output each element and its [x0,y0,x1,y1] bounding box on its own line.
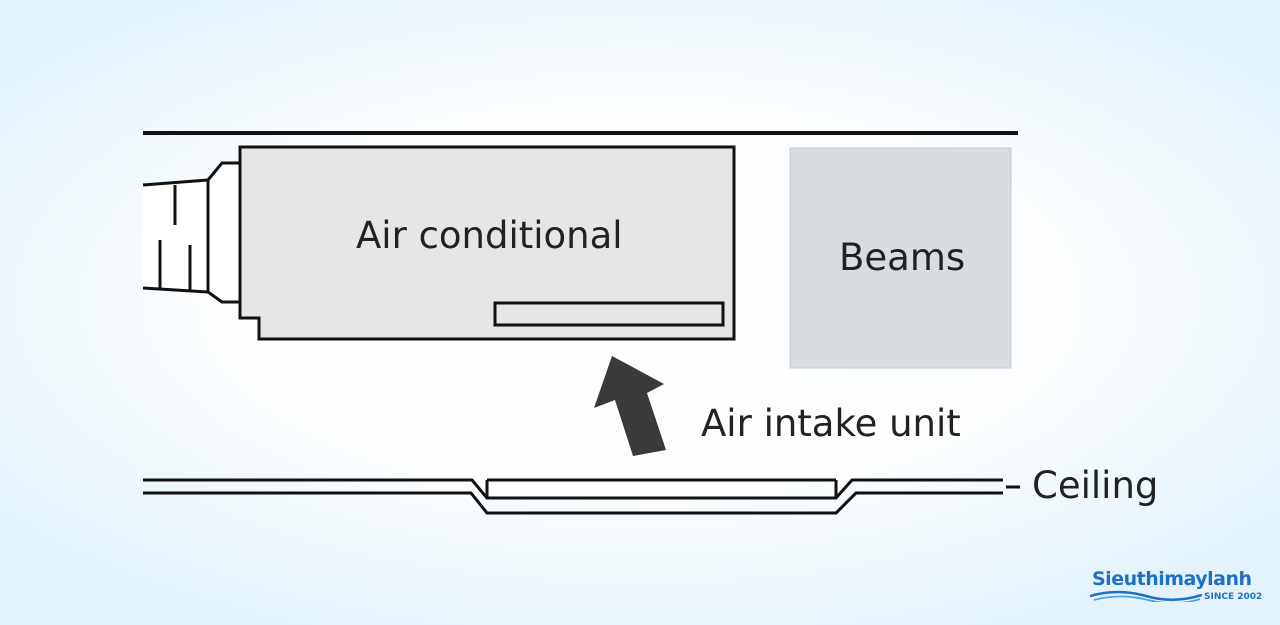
ceiling-line [143,478,1003,515]
duct-connector [142,161,242,304]
beam-block [789,147,1012,369]
air-conditioner-unit [238,145,736,341]
brand-logo-since: SINCE 2002 [1204,592,1263,602]
brand-logo-name: Sieuthimaylanh [1092,568,1252,590]
beams-label: Beams [839,236,966,279]
ceiling-label: Ceiling [1032,464,1159,507]
air-outlet-slot [493,301,725,327]
brand-logo: Sieuthimaylanh SINCE 2002 [1088,568,1268,614]
wave-icon [1090,590,1202,602]
air-conditioner-label: Air conditional [356,214,623,257]
air-intake-label: Air intake unit [701,402,961,445]
intake-arrow-icon [594,356,666,456]
